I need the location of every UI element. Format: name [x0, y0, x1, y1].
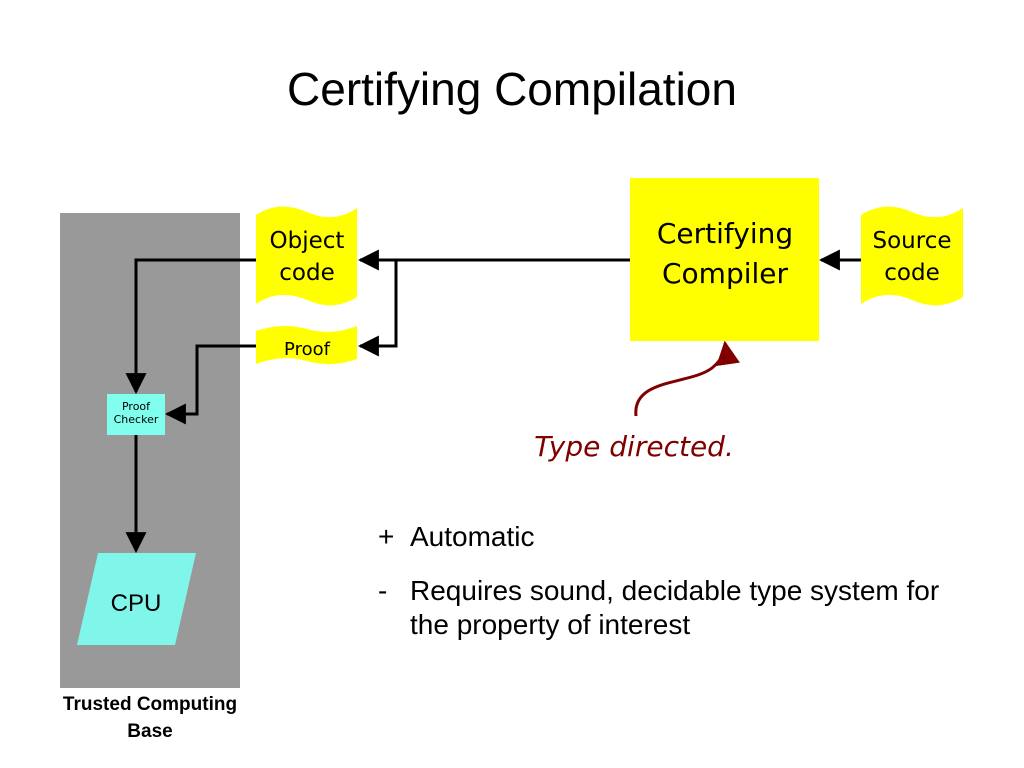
compiler-to-proof-arrow	[357, 260, 398, 357]
compiler-label-line1: Certifying	[657, 217, 793, 250]
cpu-box	[77, 553, 196, 645]
proof-document	[256, 325, 357, 365]
source-code-document	[861, 206, 963, 306]
proof-checker-box	[107, 394, 165, 435]
type-directed-arrow	[634, 340, 740, 417]
bullet-mark: -	[378, 575, 388, 606]
type-directed-label: Type directed.	[534, 430, 734, 463]
bullet-text: Automatic	[410, 521, 535, 552]
tcb-label-line1: Trusted Computing	[63, 694, 237, 715]
bullet-text: Requires sound, decidable type system fo…	[410, 575, 940, 640]
certifying-compiler-box	[630, 178, 819, 341]
bullet-item: + Automatic	[378, 520, 978, 554]
object-code-label-line2: code	[279, 260, 334, 286]
slide-title: Certifying Compilation	[287, 63, 737, 115]
source-code-label-line1: Source	[873, 228, 952, 254]
object-code-label-line1: Object	[270, 228, 345, 254]
tcb-label-line2: Base	[127, 721, 172, 742]
cpu-label: CPU	[111, 590, 162, 617]
proof-checker-label-line1: Proof	[122, 400, 151, 413]
source-code-label-line2: code	[884, 260, 939, 286]
object-code-document	[256, 206, 357, 306]
proof-checker-label-line2: Checker	[114, 413, 159, 426]
bullet-item: - Requires sound, decidable type system …	[378, 574, 978, 642]
proof-to-checker-arrow	[164, 344, 256, 425]
bullet-list: + Automatic - Requires sound, decidable …	[378, 520, 978, 662]
compiler-label-line2: Compiler	[662, 257, 789, 290]
bullet-mark: +	[378, 521, 395, 552]
object-to-checker-arrow	[125, 258, 256, 395]
proof-label: Proof	[284, 339, 331, 360]
